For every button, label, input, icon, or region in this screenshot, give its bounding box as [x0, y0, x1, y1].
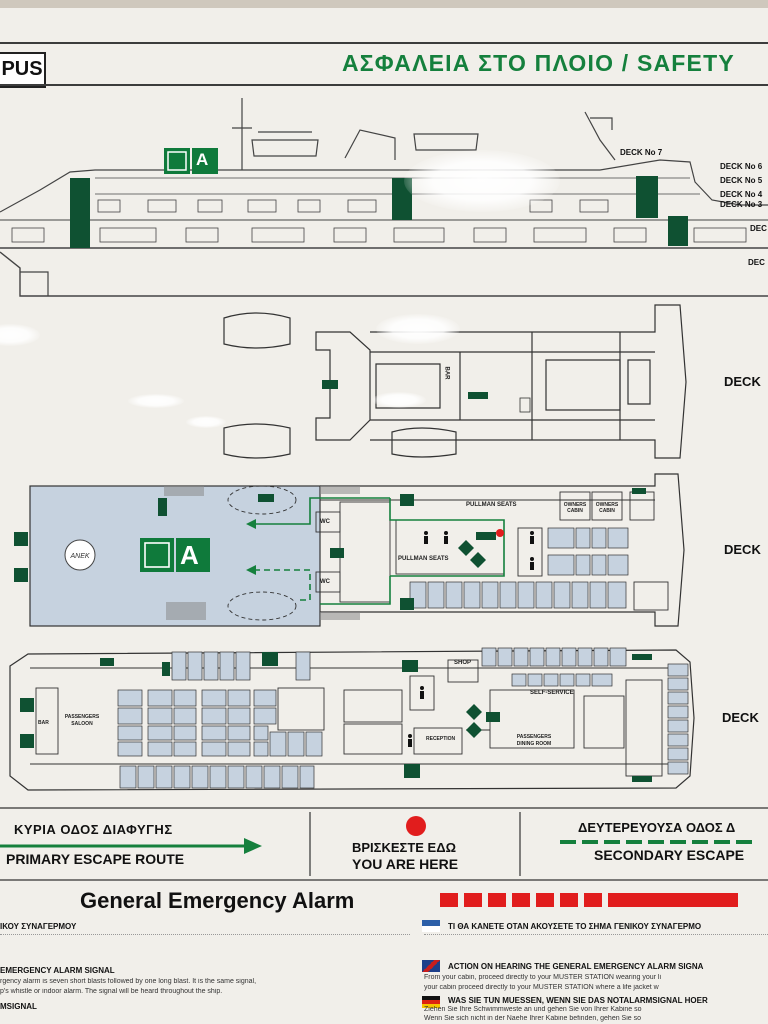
deck-label-7: DECK No 7: [620, 148, 663, 157]
room-saloon: PASSENGERS SALOON: [64, 714, 100, 727]
alarm-long-blast: [608, 893, 738, 907]
room-owners-cabin-1: OWNERS CABIN: [563, 502, 587, 514]
alarm-short-blast-3: [488, 893, 506, 907]
legend-primary-gr: ΚΥΡΙΑ ΟΔΟΣ ΔΙΑΦΥΓΗΣ: [14, 822, 173, 837]
deck-label-2: DEC: [750, 224, 767, 233]
alarm-left-en-line2: p's whistle or indoor alarm. The signal …: [0, 988, 223, 995]
room-bar-upper: BAR: [443, 366, 450, 380]
deck-label-3: DECK No 3: [720, 200, 763, 209]
alarm-left-de-head: MSIGNAL: [0, 1002, 37, 1011]
upper-deck-stairs: [322, 380, 488, 399]
room-wc-2: WC: [320, 579, 330, 585]
deck-title-lower: DECK: [722, 710, 759, 725]
room-dining: PASSENGERS DINING ROOM: [516, 734, 552, 747]
you-are-here-dot: [406, 816, 426, 836]
alarm-short-blast-4: [512, 893, 530, 907]
light-glare-small-3: [372, 392, 426, 408]
alarm-title: General Emergency Alarm: [80, 888, 355, 913]
room-wc-1: WC: [320, 519, 330, 525]
uk-flag-icon: [422, 960, 440, 972]
room-pullman-mid: PULLMAN SEATS: [398, 556, 449, 562]
light-glare-large: [404, 150, 560, 212]
alarm-short-blast-1: [440, 893, 458, 907]
legend-here-en: YOU ARE HERE: [352, 856, 459, 872]
alarm-short-blast-6: [560, 893, 578, 907]
room-bar-lower: BAR: [38, 720, 49, 726]
muster-station-letter: A: [180, 540, 199, 570]
legend-primary-en: PRIMARY ESCAPE ROUTE: [6, 851, 185, 867]
svg-text:ANEK: ANEK: [69, 553, 89, 560]
header-top-rule: [0, 42, 768, 44]
room-reception: RECEPTION: [426, 736, 456, 742]
alarm-right-de-line1: Ziehen Sie Ihre Schwimmweste an und gehe…: [424, 1006, 642, 1013]
greek-flag-icon: [422, 920, 440, 932]
profile-muster-station: [164, 148, 218, 174]
room-owners-cabin-2: OWNERS CABIN: [595, 502, 619, 514]
alarm-right-de-head: WAS SIE TUN MUESSEN, WENN SIE DAS NOTALA…: [448, 996, 708, 1005]
brand-label: PUS: [0, 52, 46, 88]
lower-deck-plan: [9, 647, 695, 791]
legend-secondary-gr: ΔΕΥΤΕΡΕΥΟΥΣΑ ΟΔΟΣ Δ: [578, 820, 736, 835]
deck-label-4: DECK No 4: [720, 190, 763, 199]
legend-frame: [0, 807, 768, 881]
alarm-short-blast-7: [584, 893, 602, 907]
legend-secondary-en: SECONDARY ESCAPE: [594, 847, 745, 863]
deck-title-middle: DECK: [724, 542, 761, 557]
alarm-left-gr-body: [0, 934, 410, 957]
header-bottom-rule: [0, 84, 768, 86]
upper-deck-plan: [223, 304, 687, 459]
middle-deck-plan: ANEK: [14, 473, 685, 627]
deck-label-5: DECK No 5: [720, 176, 763, 185]
light-glare-medium: [376, 314, 460, 344]
alarm-left-en-head: EMERGENCY ALARM SIGNAL: [0, 966, 115, 975]
alarm-left-en-line1: rgency alarm is seven short blasts follo…: [0, 978, 257, 985]
legend-here-gr: ΒΡΙΣΚΕΣΤΕ ΕΔΩ: [352, 840, 456, 855]
light-glare-small-1: [128, 394, 184, 408]
german-flag-icon: [422, 996, 440, 1008]
alarm-left-gr-head: ΙΚΟΥ ΣΥΝΑΓΕΡΜΟΥ: [0, 922, 77, 931]
room-self-service: SELF-SERVICE: [530, 690, 574, 696]
alarm-right-gr-body: [424, 934, 768, 957]
secondary-route-dashes: [560, 840, 752, 844]
ship-profile: [0, 98, 768, 297]
deck-title-upper: DECK: [724, 374, 761, 389]
alarm-right-gr-head: ΤΙ ΘΑ ΚΑΝΕΤΕ ΟΤΑΝ ΑΚΟΥΣΕΤΕ ΤΟ ΣΗΜΑ ΓΕΝΙΚ…: [448, 922, 702, 931]
light-glare-small-2: [186, 416, 226, 428]
room-pullman-top: PULLMAN SEATS: [466, 502, 517, 508]
deck-label-6: DECK No 6: [720, 162, 763, 171]
alarm-short-blast-5: [536, 893, 554, 907]
alarm-short-blast-2: [464, 893, 482, 907]
primary-route-arrow: [0, 838, 262, 854]
alarm-right-de-line2: Wenn Sie sich nicht in der Naehe Ihrer K…: [424, 1015, 642, 1022]
profile-muster-letter: A: [196, 150, 209, 169]
alarm-right-en-line2: your cabin proceed directly to your MUST…: [424, 984, 659, 991]
safety-title: ΑΣΦΑΛΕΙΑ ΣΤΟ ΠΛΟΙΟ / SAFETY: [342, 50, 735, 76]
room-shop: SHOP: [454, 660, 472, 666]
alarm-right-en-head: ACTION ON HEARING THE GENERAL EMERGENCY …: [448, 962, 704, 971]
light-glare-left: [0, 324, 40, 346]
alarm-right-en-line1: From your cabin, proceed directly to you…: [424, 974, 662, 981]
deck-label-1: DEC: [748, 258, 765, 267]
